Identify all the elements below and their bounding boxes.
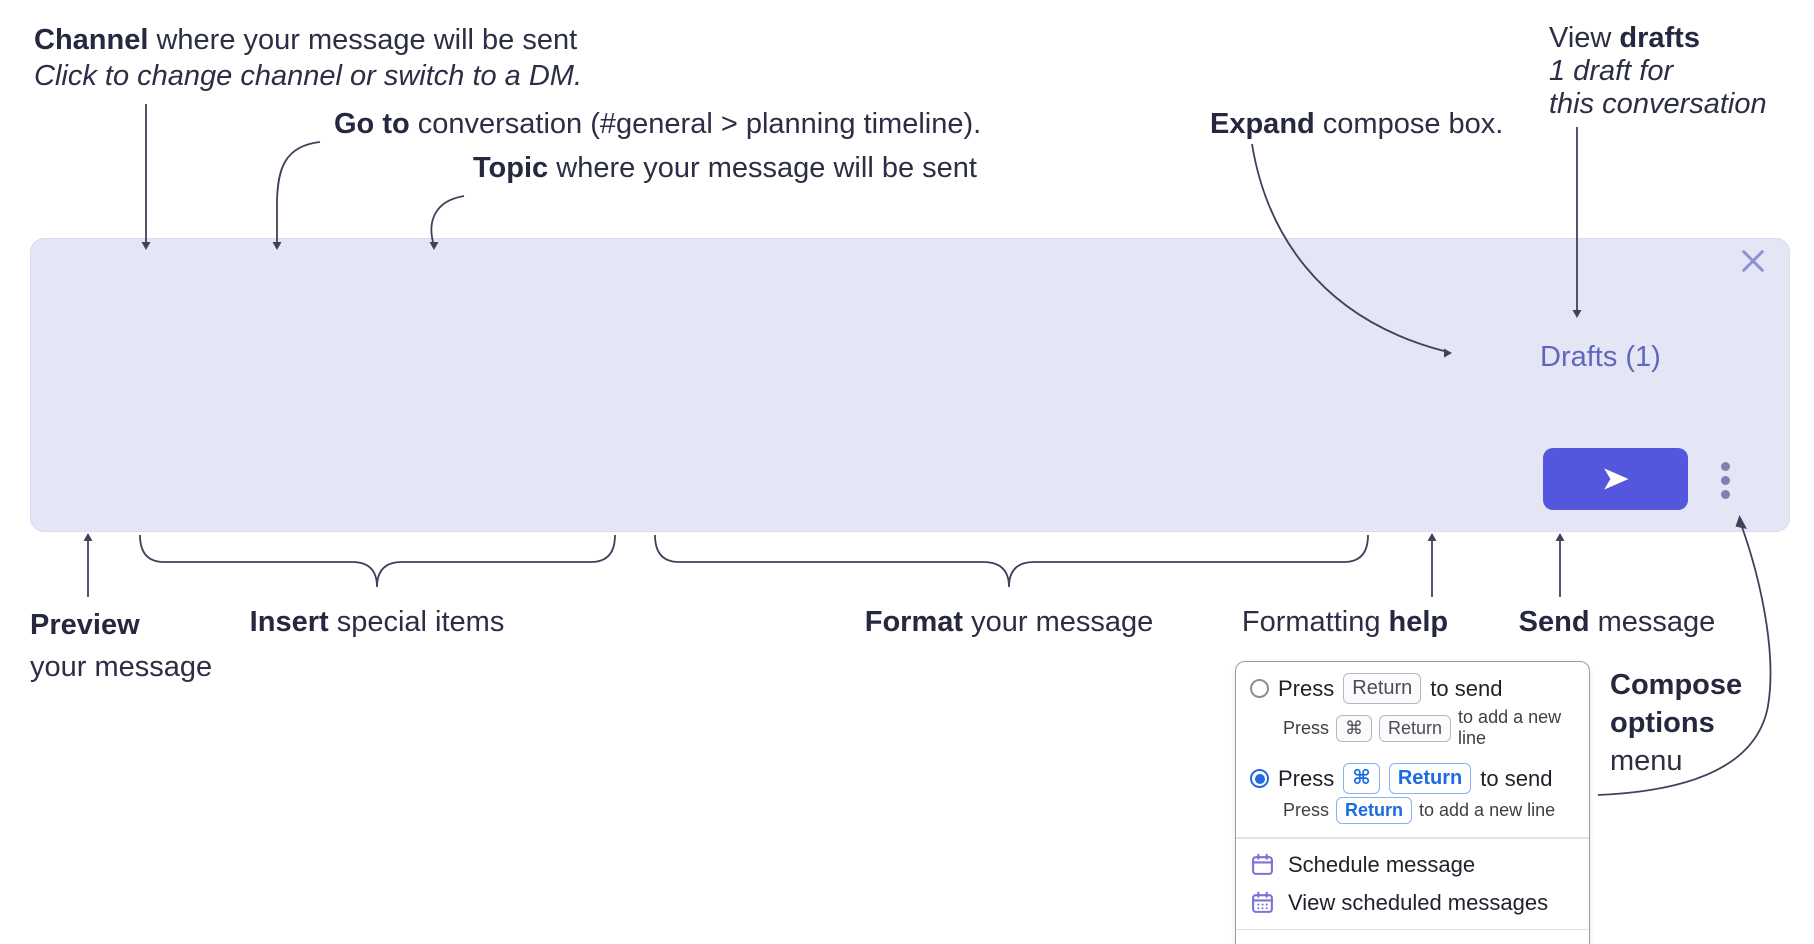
view-scheduled-messages-item[interactable]: View scheduled messages — [1236, 884, 1589, 922]
view-drafts-annotation: View drafts 1 draft for this conversatio… — [1549, 22, 1767, 120]
calendar-grid-icon — [1250, 890, 1275, 915]
format-annotation: Format your message — [864, 606, 1154, 638]
menu-divider — [1236, 837, 1589, 839]
schedule-message-item[interactable]: Schedule message — [1236, 846, 1589, 884]
send-button[interactable] — [1543, 448, 1688, 510]
compose-panel — [30, 238, 1790, 532]
compose-options-menu: Press Return to send Press ⌘ Return to a… — [1235, 661, 1590, 944]
menu-divider — [1236, 928, 1589, 930]
radio-selected[interactable] — [1250, 769, 1269, 788]
send-annotation: Send message — [1518, 606, 1716, 638]
send-option-cmd-return[interactable]: Press ⌘ Return to send — [1236, 755, 1589, 794]
arrowhead — [1427, 533, 1437, 541]
insert-brace — [139, 534, 616, 588]
drafts-link[interactable]: Drafts (1) — [1540, 341, 1661, 373]
topic-annotation: Topic where your message will be sent — [473, 152, 977, 184]
goto-annotation: Go to conversation (#general > planning … — [334, 108, 982, 140]
radio-unselected[interactable] — [1250, 679, 1269, 698]
compose-options-button[interactable] — [1706, 452, 1744, 508]
close-icon — [1737, 245, 1769, 277]
send-option-cmd-return-sub: Press Return to add a new line — [1236, 794, 1589, 830]
expand-annotation: Expand compose box. — [1210, 108, 1504, 140]
send-plane-icon — [1599, 464, 1633, 494]
return-key-chip: Return — [1336, 797, 1413, 824]
return-key-chip: Return — [1379, 714, 1452, 742]
topic-connector-line — [430, 195, 465, 243]
compose-options-annotation: Compose options menu — [1610, 669, 1743, 777]
cmd-key-chip: ⌘ — [1343, 763, 1380, 794]
send-option-return[interactable]: Press Return to send — [1236, 670, 1589, 704]
format-brace — [654, 534, 1369, 588]
dots-vertical-icon — [1720, 461, 1730, 471]
insert-annotation: Insert special items — [249, 606, 505, 638]
channel-annotation: Channel where your message will be sent … — [34, 24, 583, 92]
arrowhead — [83, 533, 93, 541]
send-option-return-sub: Press ⌘ Return to add a new line — [1283, 707, 1562, 748]
return-key-chip: Return — [1388, 763, 1472, 794]
goto-connector-line — [276, 141, 321, 242]
return-key-chip: Return — [1343, 673, 1422, 704]
close-compose-button[interactable] — [1736, 244, 1770, 278]
calendar-icon — [1250, 852, 1275, 877]
cmd-key-chip: ⌘ — [1336, 714, 1373, 742]
arrowhead — [1555, 533, 1565, 541]
save-draft-item[interactable]: Save draft and start a new message — [1236, 937, 1589, 944]
formatting-help-annotation: Formatting help — [1241, 606, 1449, 638]
preview-annotation: Preview your message — [30, 609, 213, 683]
